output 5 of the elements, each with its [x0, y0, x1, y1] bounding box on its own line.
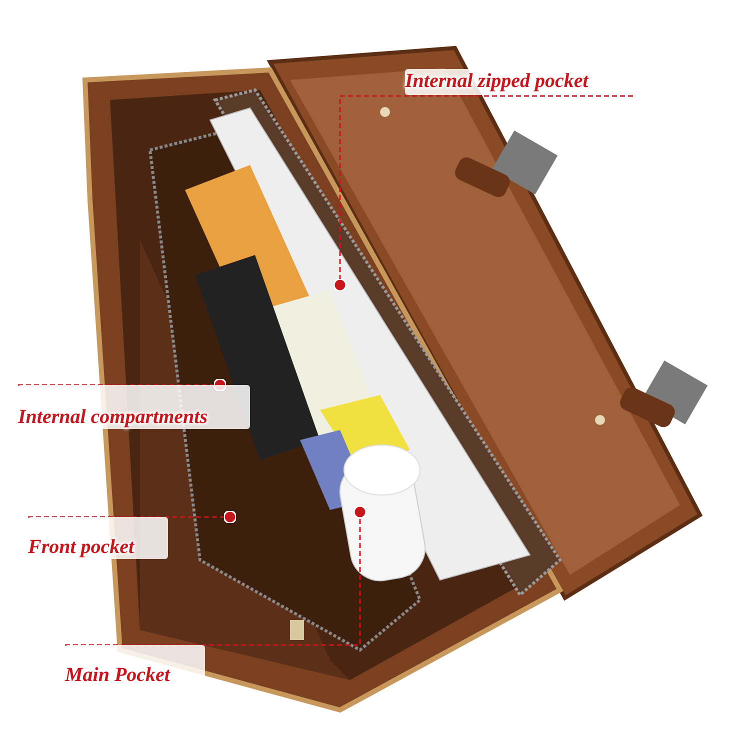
leader-line [65, 505, 367, 646]
leader-line [333, 95, 633, 292]
callout-label: Internal compartments [18, 385, 250, 429]
callout-label: Front pocket [28, 517, 168, 559]
leader-line [28, 510, 237, 524]
